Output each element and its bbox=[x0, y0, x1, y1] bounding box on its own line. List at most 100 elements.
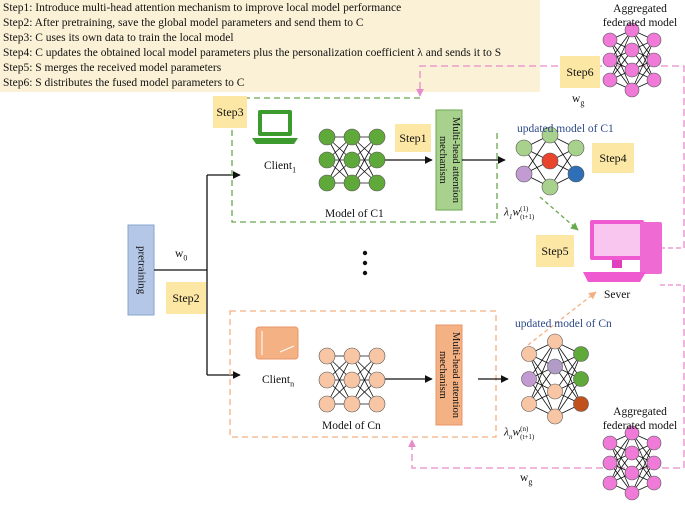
aggregated-bottom-network-node bbox=[624, 425, 640, 441]
aggregated-top-network-node bbox=[646, 52, 662, 68]
clientn-network-node bbox=[318, 347, 336, 365]
server-label: Sever bbox=[604, 289, 631, 301]
updated-c1-network-node bbox=[541, 126, 559, 144]
attention-bottom-label: Multi-head attention mechanism bbox=[437, 331, 461, 419]
clientn-network-node bbox=[343, 371, 361, 389]
client1-network-node bbox=[343, 128, 361, 146]
step-text-4: Step4: C updates the obtained local mode… bbox=[3, 47, 502, 59]
updated-cn-network-node bbox=[573, 371, 589, 387]
step-text-1: Step1: Introduce multi-head attention me… bbox=[3, 2, 402, 14]
clientn-label: Clientn bbox=[262, 374, 295, 389]
sticky-step4: Step4 bbox=[592, 143, 634, 173]
aggregated-bottom-network-edge bbox=[631, 442, 655, 494]
ellipsis-dot-2 bbox=[362, 260, 368, 266]
updated-cn-network-edge bbox=[554, 353, 582, 417]
attention-box-bottom bbox=[435, 324, 463, 426]
client1-network-node bbox=[318, 151, 336, 169]
aggregated-top-network-node bbox=[624, 62, 640, 78]
updated-c1-network-node bbox=[541, 178, 559, 196]
aggregated-top-network-edge bbox=[609, 29, 633, 81]
aggregated-bottom-network-node bbox=[602, 455, 618, 471]
client1-network bbox=[318, 128, 386, 192]
aggregated-top-network-node bbox=[646, 32, 662, 48]
clientn-network-edge bbox=[351, 355, 378, 405]
ellipsis-dot-3 bbox=[362, 270, 368, 276]
pretraining-label-wrap: pretraining bbox=[128, 225, 154, 315]
clientn-network-node bbox=[368, 395, 386, 413]
clientn-network-node bbox=[318, 371, 336, 389]
w0-label: w0 bbox=[175, 248, 188, 263]
client1-network-node bbox=[343, 174, 361, 192]
clientn-network-node bbox=[343, 347, 361, 365]
wg-top-label: wg bbox=[572, 93, 585, 108]
aggregated-bottom-network-edge bbox=[609, 432, 633, 484]
updated-cn-network-node bbox=[547, 358, 563, 375]
updated-cn-network-node bbox=[521, 346, 537, 362]
aggregated-top-network bbox=[602, 22, 662, 98]
updated-cn-network-edge bbox=[528, 341, 556, 405]
updated-c1-to-server-arrow bbox=[539, 196, 579, 231]
updated-cn-network-node bbox=[547, 408, 563, 425]
client1-network-node bbox=[368, 174, 386, 192]
aggregated-top-network-edge bbox=[631, 39, 655, 91]
neural-networks bbox=[318, 22, 662, 501]
pretraining-label: pretraining bbox=[135, 245, 148, 295]
attention-top-label: Multi-head attention mechanism bbox=[437, 116, 461, 204]
aggregated-top-network-node bbox=[624, 82, 640, 98]
attention-box-top bbox=[435, 109, 463, 211]
aggregated-bottom-network-node bbox=[646, 455, 662, 471]
aggregated-bottom-network-node bbox=[624, 465, 640, 481]
sticky-step3: Step3 bbox=[213, 96, 247, 128]
attention-top-label-wrap: Multi-head attention mechanism bbox=[436, 110, 462, 210]
updated-cn-network-node bbox=[547, 383, 563, 400]
client1-network-node bbox=[343, 151, 361, 169]
aggregated-top-network-node bbox=[602, 72, 618, 88]
aggregated-top-network-node bbox=[602, 52, 618, 68]
updated-c1-network-node bbox=[567, 165, 585, 183]
aggregated-top-network-node bbox=[624, 42, 640, 58]
wg-bottom-label: wg bbox=[520, 472, 533, 487]
top-feedback-loop bbox=[416, 65, 685, 248]
updated-c1-network bbox=[515, 126, 585, 196]
updated-c1-network-node bbox=[515, 139, 533, 157]
updated-c1-network-node bbox=[567, 139, 585, 157]
updated-cn-network-node bbox=[547, 333, 563, 350]
client1-network-edge bbox=[326, 136, 353, 184]
updated-cn-network-node bbox=[521, 371, 537, 387]
updated-cn-label: updated model of Cn bbox=[515, 318, 612, 330]
model-c1-label: Model of C1 bbox=[325, 208, 384, 220]
client1-network-node bbox=[368, 128, 386, 146]
aggregated-bottom-network-node bbox=[602, 435, 618, 451]
ellipsis-dot-1 bbox=[362, 250, 368, 256]
aggregated-bottom-network bbox=[602, 425, 662, 501]
lambdan-label: λnw(n)(t+1) bbox=[504, 425, 535, 441]
aggregated-bottom-network-node bbox=[646, 475, 662, 491]
server-computer-icon bbox=[583, 220, 662, 282]
aggregated-bottom-network-node bbox=[646, 435, 662, 451]
step-text-2: Step2: After pretraining, save the globa… bbox=[3, 17, 364, 29]
clientn-network-edge bbox=[326, 355, 353, 405]
step-text-5: Step5: S merges the received model param… bbox=[3, 62, 222, 74]
aggregated-bottom-network-node bbox=[624, 445, 640, 461]
aggregated-top-network-node bbox=[646, 72, 662, 88]
aggregated-bottom-network-node bbox=[624, 485, 640, 501]
clientn-network-node bbox=[368, 347, 386, 365]
step-text-6: Step6: S distributes the fused model par… bbox=[3, 77, 245, 89]
lambda1-label: λ1w(1)(t+1) bbox=[504, 205, 535, 221]
clientn-network bbox=[318, 347, 386, 413]
client1-label: Client1 bbox=[264, 160, 297, 175]
aggregated-bottom-network-node bbox=[602, 475, 618, 491]
client1-dashed-region bbox=[231, 97, 498, 223]
sticky-step1: Step1 bbox=[395, 124, 431, 152]
updated-c1-network-node bbox=[541, 152, 559, 170]
updated-cn-network bbox=[521, 333, 589, 425]
aggregated-top-network-node bbox=[624, 22, 640, 38]
sticky-step5: Step5 bbox=[536, 235, 574, 267]
client1-network-node bbox=[318, 128, 336, 146]
updated-cn-network-node bbox=[521, 396, 537, 412]
bottom-feedback-loop bbox=[408, 285, 685, 469]
updated-c1-network-node bbox=[515, 165, 533, 183]
updated-c1-label: updated model of C1 bbox=[517, 123, 614, 135]
